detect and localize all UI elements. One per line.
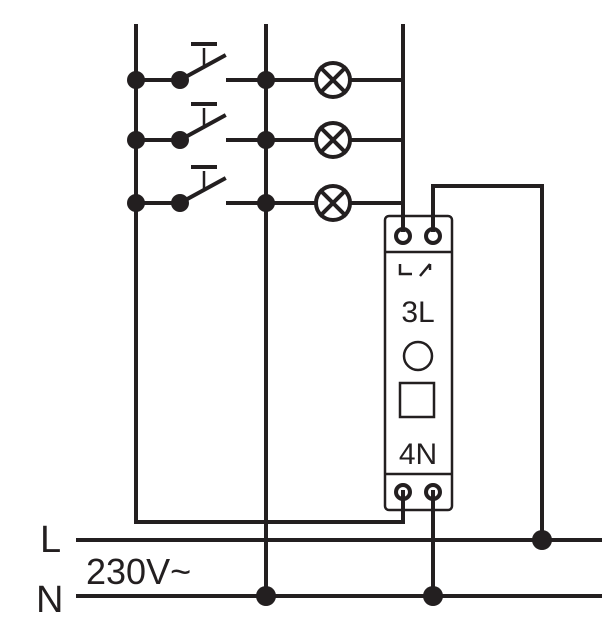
lamp-icon xyxy=(314,121,352,159)
step-relay-module: 3L 4N xyxy=(383,214,454,512)
line-label: L xyxy=(40,519,61,561)
circuit-row-2 xyxy=(127,102,405,159)
pushbutton-icon xyxy=(177,165,227,206)
terminal-icon xyxy=(394,483,412,501)
relay-bottom-label: 4N xyxy=(399,438,437,471)
terminal-icon xyxy=(424,227,442,245)
circuit-row-1 xyxy=(127,42,405,99)
lamp-icon xyxy=(314,61,352,99)
indicator-circle-icon xyxy=(402,340,434,372)
junction-dot xyxy=(423,586,443,606)
terminal-icon xyxy=(424,483,442,501)
junction-dot xyxy=(127,71,145,89)
voltage-label: 230V~ xyxy=(86,551,191,592)
junction-dot xyxy=(127,194,145,212)
terminal-icon xyxy=(394,227,412,245)
lamp-icon xyxy=(314,184,352,222)
selector-square-icon xyxy=(398,381,436,419)
pushbutton-icon xyxy=(177,42,227,83)
junction-dot xyxy=(127,131,145,149)
pushbutton-icon xyxy=(177,102,227,143)
junction-dot xyxy=(257,71,275,89)
neutral-label: N xyxy=(36,579,63,621)
junction-dot xyxy=(532,530,552,550)
junction-dot xyxy=(257,131,275,149)
contact-symbol-icon xyxy=(398,263,432,277)
junction-dot xyxy=(256,586,276,606)
junction-dot xyxy=(257,194,275,212)
relay-housing xyxy=(383,214,454,512)
relay-top-label: 3L xyxy=(401,296,434,329)
circuit-row-3 xyxy=(127,165,405,222)
